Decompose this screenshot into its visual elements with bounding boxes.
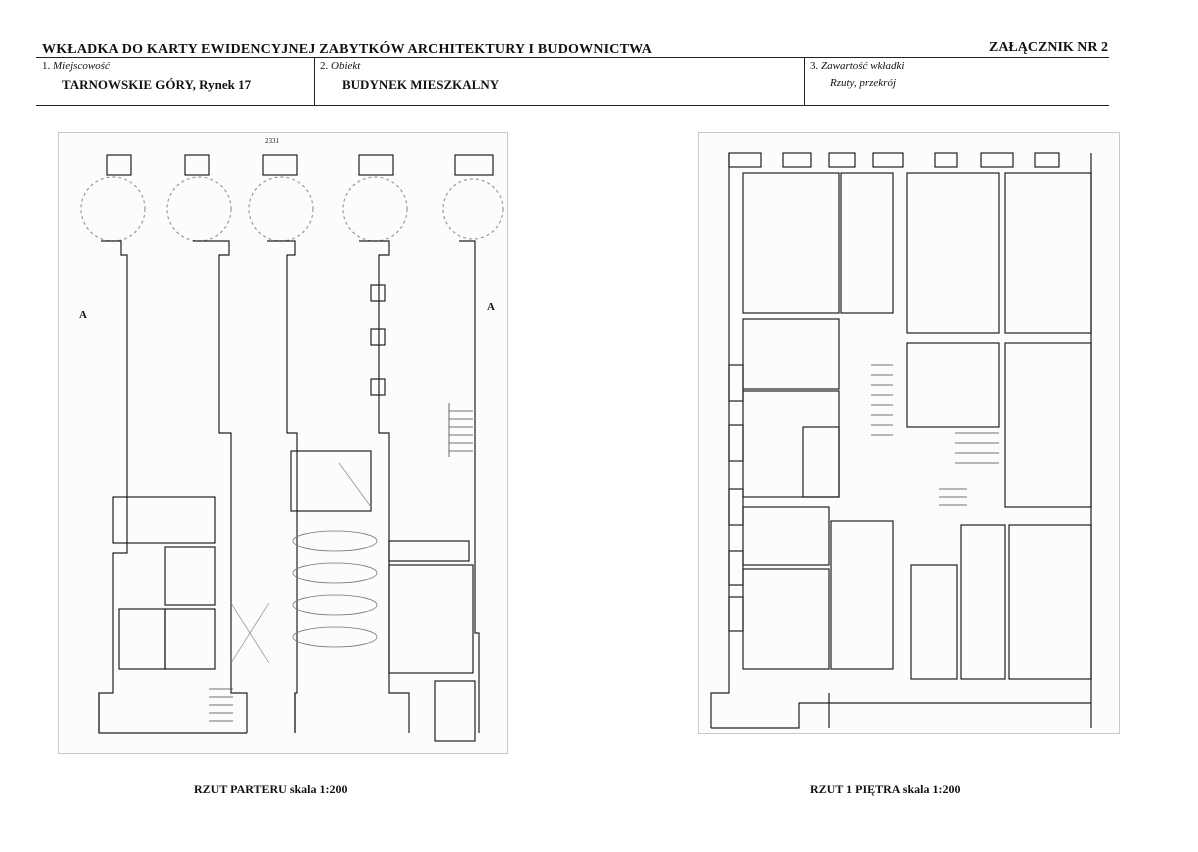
- field-3-label-text: Zawartość wkładki: [821, 60, 905, 72]
- window-mark: [184, 154, 210, 176]
- field-1-number: 1.: [42, 60, 51, 72]
- annex-number: ZAŁĄCZNIK NR 2: [988, 40, 1108, 55]
- ground-floor-caption: RZUT PARTERU skala 1:200: [194, 782, 348, 796]
- plan-annotation: 2331: [265, 137, 279, 145]
- field-2-label: 2. Obiekt: [320, 60, 360, 72]
- header-top-rule: [36, 57, 1109, 58]
- first-floor-drawing: [710, 152, 1092, 729]
- first-floor-caption: RZUT 1 PIĘTRA skala 1:200: [810, 782, 961, 796]
- field-3-label: 3. Zawartość wkładki: [810, 60, 904, 72]
- field-1-value: TARNOWSKIE GÓRY, Rynek 17: [62, 77, 252, 92]
- ground-floor-drawing: [80, 154, 504, 742]
- window-mark: [262, 154, 298, 176]
- field-divider-1: [314, 57, 315, 105]
- field-1-label-text: Miejscowość: [53, 60, 110, 72]
- header-bottom-rule: [36, 105, 1109, 106]
- field-3-number: 3.: [810, 60, 819, 72]
- field-divider-2: [804, 57, 805, 105]
- window-mark: [106, 154, 132, 176]
- field-2-value: BUDYNEK MIESZKALNY: [342, 77, 500, 92]
- field-2-number: 2.: [320, 60, 329, 72]
- field-2-label-text: Obiekt: [331, 60, 361, 72]
- window-mark: [454, 154, 494, 176]
- section-marker-left: A: [79, 309, 87, 321]
- section-marker-right: A: [487, 301, 495, 313]
- field-3-value: Rzuty, przekrój: [830, 77, 896, 89]
- ground-floor-plan: A A 2331: [58, 132, 508, 754]
- first-floor-plan: [698, 132, 1120, 734]
- document-title: WKŁADKA DO KARTY EWIDENCYJNEJ ZABYTKÓW A…: [42, 42, 653, 57]
- window-mark: [358, 154, 394, 176]
- field-1-label: 1. Miejscowość: [42, 60, 110, 72]
